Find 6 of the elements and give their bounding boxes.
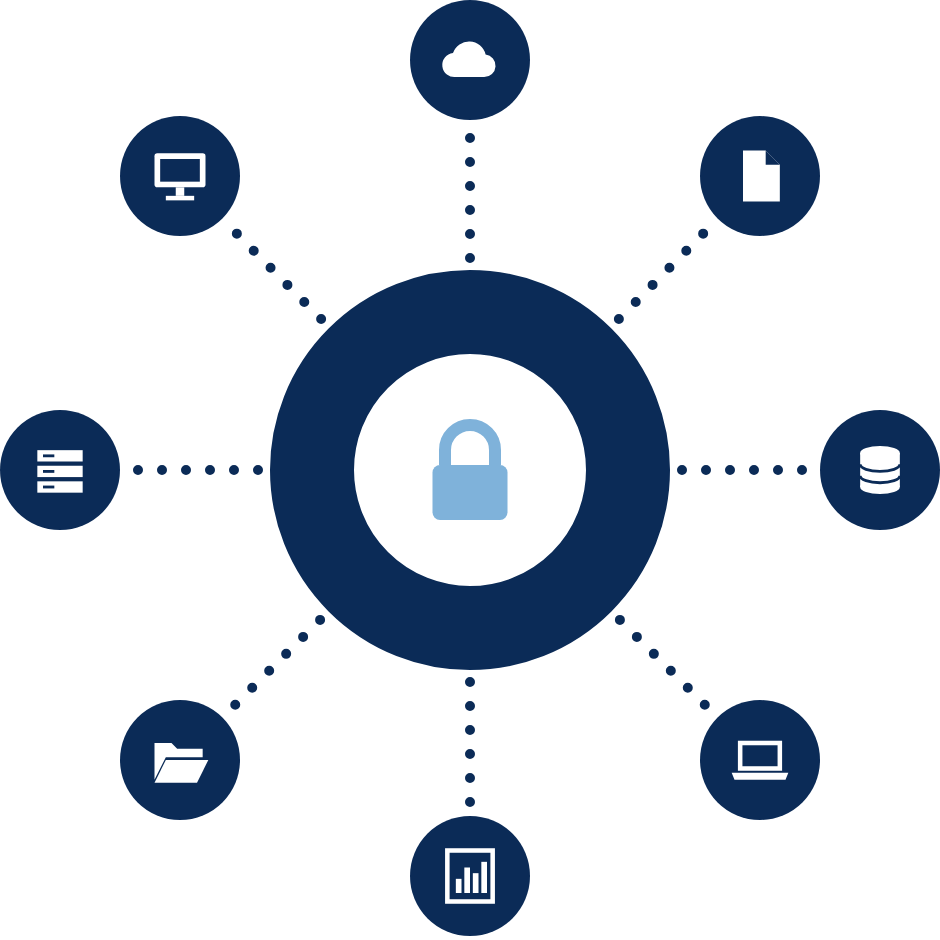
dotted-line [127,465,263,475]
dotted-line [225,614,326,715]
dotted-line [677,465,813,475]
dotted-line [465,677,475,809]
dotted-line [614,614,715,715]
dotted-line [465,127,475,263]
